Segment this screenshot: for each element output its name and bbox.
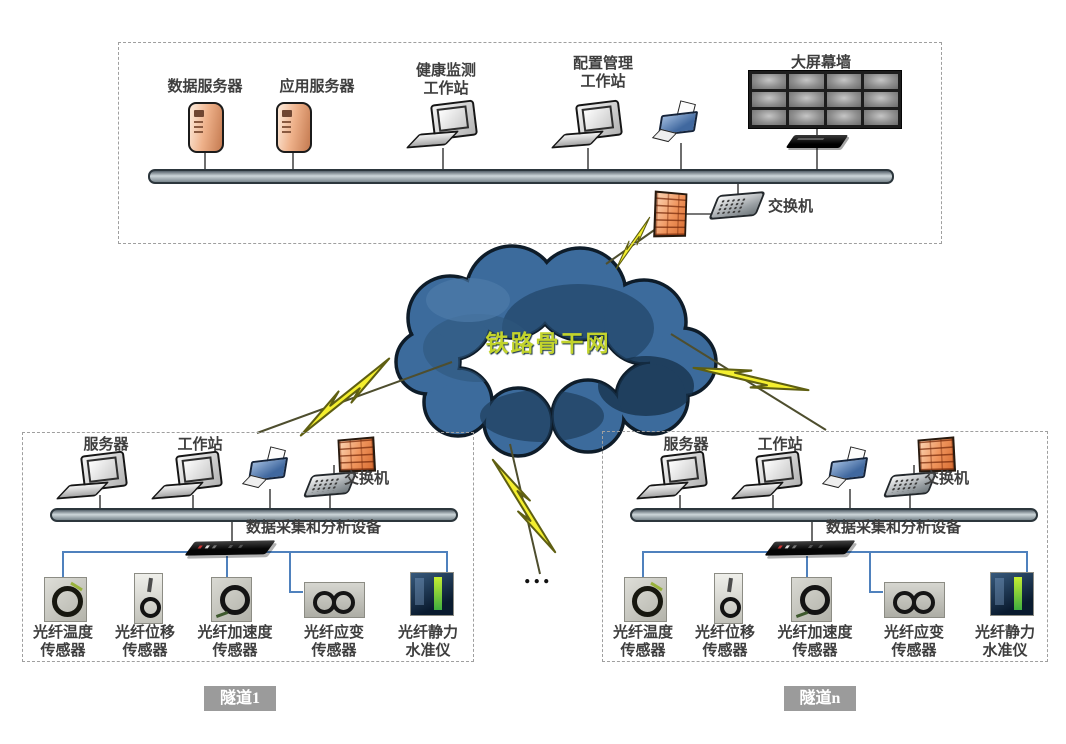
data-server-label: 数据服务器 [167,79,243,95]
tunnel-1-sensor-label: 光纤应变 传感器 [303,625,364,659]
tunnel-n-switch-label: 交换机 [924,471,970,487]
more-tunnels-ellipsis: ... [524,560,553,589]
tunnel-n-sensor-label: 光纤位移 传感器 [694,625,755,659]
tunnel-n-sensor-label: 光纤温度 传感器 [612,625,673,659]
tunnel-1-acceleration-sensor-icon [211,577,252,622]
tunnel-1-box [22,432,474,662]
tunnel-n-workstation-label: 工作站 [757,437,803,453]
tunnel-1-printer-icon [241,446,290,490]
tunnel-n-sensor-label: 光纤静力 水准仪 [974,625,1035,659]
tunnel-n-temperature-sensor-icon [624,577,667,622]
data-server-icon [188,102,224,153]
tunnel-1-temperature-sensor-icon [44,577,87,622]
tunnel-n-name-badge: 隧道n [784,686,856,711]
health-workstation-icon [405,99,480,149]
tunnel-1-strain-sensor-icon [304,582,365,618]
tunnel-1-sensor-label: 光纤位移 传感器 [114,625,175,659]
video-wall-icon [748,70,902,129]
tunnel-1-sensor-label: 光纤温度 传感器 [32,625,93,659]
tunnel-n-workstation-icon [730,450,805,500]
tunnel-1-sensor-links [62,551,448,593]
tunnel-1-server-icon [55,450,130,500]
tunnel-1-server-label: 服务器 [83,437,129,453]
tunnel-n-box [602,431,1048,662]
tunnel-1-name-badge: 隧道1 [204,686,276,711]
tunnel-1-daq-device-icon [184,540,276,556]
tunnel-1-workstation-label: 工作站 [177,437,223,453]
tunnel-n-level-sensor-icon [990,572,1034,616]
video-wall-controller-icon [785,135,849,148]
app-server-label: 应用服务器 [279,79,355,95]
tunnel-1-sensor-label: 光纤静力 水准仪 [397,625,458,659]
tunnel-n-sensor-links [642,551,1028,593]
health-workstation-label: 健康监测 工作站 [415,63,476,97]
tunnel-n-daq-label: 数据采集和分析设备 [826,520,962,536]
tunnel-n-bus [630,508,1038,522]
control-center-box [118,42,942,244]
control-center-bus [148,169,894,184]
tunnel-n-server-icon [635,450,710,500]
tunnel-n-sensor-label: 光纤应变 传感器 [883,625,944,659]
switch-label: 交换机 [768,199,814,215]
cloud-label: 铁路骨干网 [485,331,611,356]
tunnel-1-bus [50,508,458,522]
tunnel-n-firewall-icon [917,436,957,473]
tunnel-n-connectors [679,465,915,542]
config-workstation-label: 配置管理 工作站 [572,56,633,90]
firewall-icon [653,190,688,238]
tunnel-1-workstation-icon [150,450,225,500]
tunnel-1-switch-label: 交换机 [344,471,390,487]
tunnel-1-displacement-sensor-icon [134,573,163,624]
tunnel-1-daq-label: 数据采集和分析设备 [246,520,382,536]
lightning-icon [285,357,405,437]
tunnel-n-displacement-sensor-icon [714,573,743,624]
tunnel-n-strain-sensor-icon [884,582,945,618]
tunnel-n-daq-device-icon [764,540,856,556]
printer-icon [651,100,700,144]
tunnel-n-acceleration-sensor-icon [791,577,832,622]
tunnel-1-level-sensor-icon [410,572,454,616]
config-workstation-icon [550,99,625,149]
tunnel-n-server-label: 服务器 [663,437,709,453]
tunnel-n-printer-icon [821,446,870,490]
tunnel-1-firewall-icon [337,436,377,473]
app-server-icon [276,102,312,153]
video-wall-label: 大屏幕墙 [790,55,851,71]
tunnel-1-sensor-label: 光纤加速度 传感器 [197,625,273,659]
lightning-icon [491,449,557,563]
tunnel-n-sensor-label: 光纤加速度 传感器 [777,625,853,659]
